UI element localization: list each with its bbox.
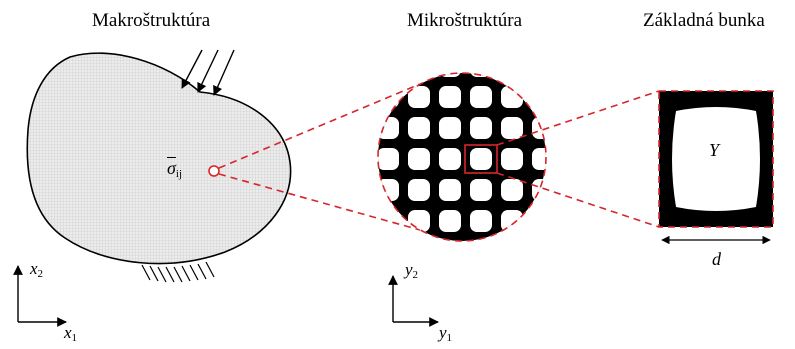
macro-title: Makroštruktúra [92,10,211,31]
micro-hole [470,86,492,108]
x2-axis-label: x2 [30,259,44,280]
micro-hole [346,117,368,139]
micro-hole [594,86,616,108]
micro-hole [470,272,492,294]
micro-hole [594,241,616,263]
micro-hole [377,241,399,263]
micro-hole [594,24,616,46]
micro-hole [439,210,461,232]
micro-hole [470,179,492,201]
micro-hole [408,86,430,108]
support-hatch [141,261,215,283]
micro-hole [408,148,430,170]
micro-hole [377,24,399,46]
micro-hole [501,148,523,170]
micro-hole [346,24,368,46]
y2-axis-label: y2 [405,260,419,281]
cell-size-label: d [712,249,721,269]
micro-hole [439,272,461,294]
micro-hole [501,73,523,77]
material-point [208,165,220,177]
micro-hole [470,241,492,263]
stress-symbol: σ [167,158,176,178]
micro-hole [346,148,368,170]
micro-hole [470,210,492,232]
micro-hole [408,117,430,139]
micro-hole [532,73,546,77]
micro-hole [439,86,461,108]
zoom-lines-macro [218,83,421,231]
micro-hole [532,241,554,263]
macro-body [26,52,292,265]
micro-hole [532,148,546,170]
micro-hole [408,73,430,77]
micro-hole [501,179,523,201]
micro-hole [470,73,492,77]
micro-hole [594,210,616,232]
micro-hole [563,179,585,201]
zoom-lines-micro [496,90,660,228]
micro-hole [378,210,399,232]
micro-hole [501,241,523,263]
micro-hole [563,241,585,263]
stress-label: σij [167,158,182,180]
selected-cell [464,144,498,174]
micro-hole [378,73,399,77]
micro-hole [346,272,368,294]
micro-hole [532,210,546,232]
micro-axes [388,275,439,327]
micro-hole [501,272,523,294]
micro-hole [346,210,368,232]
x1-axis-label: x1 [64,323,78,344]
micro-hole [563,210,585,232]
micro-hole [563,55,585,77]
micro-hole [439,241,461,263]
micro-hole [408,210,430,232]
micro-hole [532,86,546,108]
micro-hole [470,148,492,170]
micro-hole [346,55,368,77]
micro-hole [594,179,616,201]
micro-hole [594,117,616,139]
micro-hole [378,117,399,139]
micro-hole [439,148,461,170]
micro-hole [439,179,461,201]
micro-hole [563,272,585,294]
micro-hole [594,148,616,170]
micro-hole [563,24,585,46]
micro-hole [346,241,368,263]
y1-axis-label: y1 [439,323,453,344]
micro-hole [532,24,554,46]
cell-domain-label: Y [709,140,720,160]
stress-subscript: ij [175,168,183,180]
micro-hole [594,272,616,294]
macro-axes [13,265,67,327]
micro-hole [408,179,430,201]
micro-hole [563,86,585,108]
micro-circle [346,24,616,294]
micro-hole [563,117,585,139]
micro-hole [501,117,523,139]
unit-cell-hole [672,107,760,211]
load-arrows [181,49,235,96]
micro-title: Mikroštruktúra [407,10,523,31]
micro-hole [470,117,492,139]
micro-hole [563,148,585,170]
cell-title: Základná bunka [643,10,765,31]
micro-hole [439,117,461,139]
micro-hole [346,86,368,108]
micro-hole [594,55,616,77]
micro-hole [378,148,399,170]
micro-hole [377,272,399,294]
micro-hole [346,179,368,201]
micro-hole [532,272,554,294]
